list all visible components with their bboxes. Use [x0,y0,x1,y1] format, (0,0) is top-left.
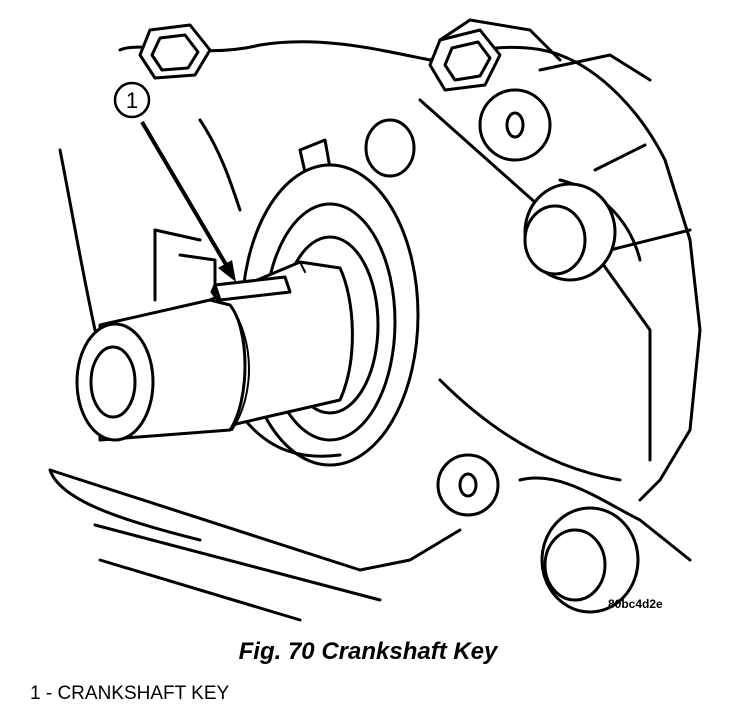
hex-bolt-top-left [138,23,212,80]
base-plate [48,228,462,622]
crankshaft-key [210,275,292,302]
plug-bottom-right [540,506,640,614]
legend-item-1: 1 - CRANKSHAFT KEY [30,683,230,704]
callout-number: 1 [126,88,138,113]
hex-bolt-top-right [428,28,502,92]
crankshaft-nose [75,260,354,442]
figure-caption: Fig. 70 Crankshaft Key [238,638,498,665]
figure-code: 80bc4d2e [608,597,663,611]
mounting-boss-lower [436,453,500,517]
hex-bolt-right [523,182,617,282]
crankshaft-key-illustration: 1 [48,18,702,622]
callout-1: 1 [113,81,236,282]
mounting-boss-upper [478,88,552,162]
